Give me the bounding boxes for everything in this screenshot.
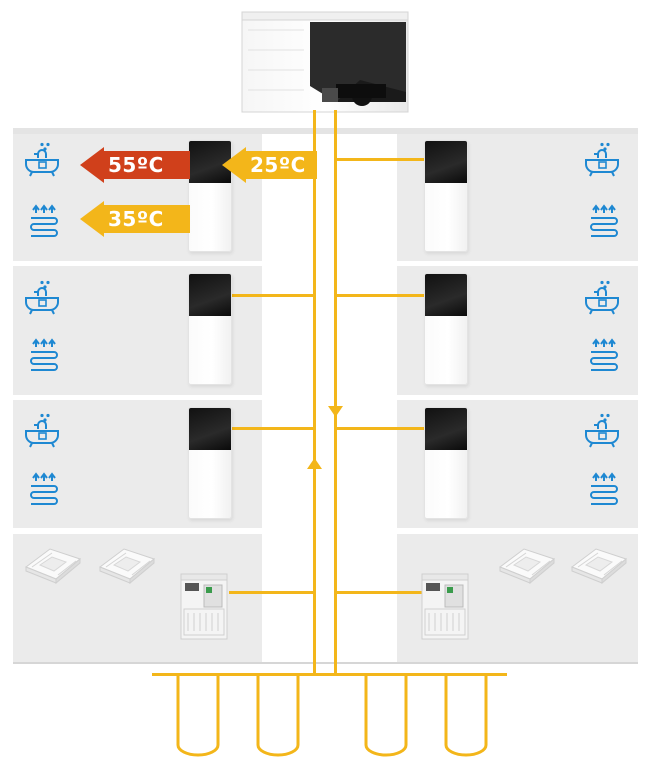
underfloor-heating-icon — [28, 338, 58, 372]
outdoor-unit-icon — [240, 10, 412, 118]
branch-pipe-right-4 — [335, 591, 426, 594]
underfloor-heating-icon — [588, 204, 618, 238]
ceiling-cassette-icon — [568, 545, 630, 587]
borehole-loop-3 — [366, 675, 406, 755]
borehole-loop-2 — [258, 675, 298, 755]
branch-pipe-left-4 — [229, 591, 315, 594]
branch-pipe-right-1 — [335, 158, 426, 161]
borehole-loop-4 — [446, 675, 486, 755]
branch-pipe-right-2 — [335, 294, 426, 297]
indoor-unit-left-2 — [188, 273, 232, 385]
bathtub-icon — [584, 142, 620, 178]
indoor-unit-left-3 — [188, 407, 232, 519]
bathtub-icon — [24, 142, 60, 178]
indoor-unit-right-3 — [424, 407, 468, 519]
riser-pipe-left — [313, 110, 316, 674]
bathtub-icon — [584, 413, 620, 449]
borehole-loop-1 — [178, 675, 218, 755]
header-band — [13, 128, 638, 134]
air-handling-unit-icon — [421, 573, 469, 641]
ceiling-cassette-icon — [496, 545, 558, 587]
ceiling-cassette-icon — [96, 545, 158, 587]
ground-loops — [170, 673, 500, 759]
indoor-unit-right-2 — [424, 273, 468, 385]
hot-water-temp-label: 55ºC — [108, 147, 164, 183]
bathtub-icon — [24, 280, 60, 316]
heating-temp-label: 35ºC — [108, 201, 164, 237]
hot-water-temp-arrow: 55ºC — [80, 147, 190, 183]
riser-pipe-right — [334, 110, 337, 674]
floor-divider-bottom — [13, 662, 638, 664]
heating-temp-arrow: 35ºC — [80, 201, 190, 237]
bathtub-icon — [24, 413, 60, 449]
air-handling-unit-icon — [180, 573, 228, 641]
indoor-unit-right-1 — [424, 140, 468, 252]
loop-temp-arrow: 25ºC — [222, 147, 317, 183]
ceiling-cassette-icon — [22, 545, 84, 587]
underfloor-heating-icon — [588, 472, 618, 506]
branch-pipe-left-3 — [229, 427, 315, 430]
flow-up-arrow-icon — [307, 458, 322, 470]
underfloor-heating-icon — [28, 472, 58, 506]
branch-pipe-right-3 — [335, 427, 426, 430]
loop-temp-label: 25ºC — [250, 147, 306, 183]
bathtub-icon — [584, 280, 620, 316]
underfloor-heating-icon — [28, 204, 58, 238]
branch-pipe-left-2 — [229, 294, 315, 297]
flow-down-arrow-icon — [328, 406, 343, 418]
underfloor-heating-icon — [588, 338, 618, 372]
